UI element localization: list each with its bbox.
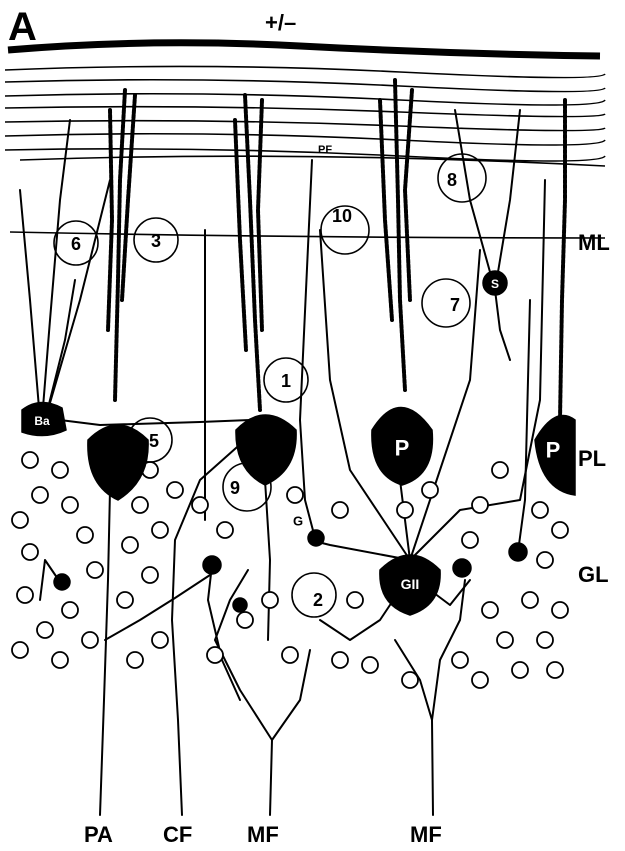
label-mf-1: MF [247, 822, 279, 847]
site-6: 6 [54, 221, 98, 265]
label-pa: PA [84, 822, 113, 847]
label-purkinje-c: P [395, 436, 410, 461]
svg-text:3: 3 [151, 231, 161, 251]
svg-text:6: 6 [71, 234, 81, 254]
pf-label: PF [318, 144, 332, 156]
cell-bodies [22, 271, 575, 615]
svg-text:1: 1 [281, 371, 291, 391]
label-mf-2: MF [410, 822, 442, 847]
granule-soma-b [509, 543, 527, 561]
svg-text:8: 8 [447, 170, 457, 190]
svg-text:5: 5 [149, 431, 159, 451]
mf-rosette-a [233, 598, 247, 612]
pial-surface [8, 43, 600, 56]
label-cf: CF [163, 822, 192, 847]
top-label: +/– [265, 10, 296, 35]
label-stellate: S [491, 277, 499, 291]
svg-text:2: 2 [313, 590, 323, 610]
site-3: 3 [134, 218, 178, 262]
granule-cell-layer [12, 452, 568, 688]
svg-text:10: 10 [332, 206, 352, 226]
site-5: 5 [128, 418, 172, 462]
label-golgi-small: G [293, 514, 303, 529]
golgi-small-soma [308, 530, 324, 546]
layer-label-ml: ML [578, 230, 610, 255]
site-2: 2 [292, 573, 336, 617]
site-7: 7 [422, 279, 470, 327]
mf-rosette-b [453, 559, 471, 577]
layer-label-pl: PL [578, 446, 606, 471]
granule-soma-c [54, 574, 70, 590]
panel-letter: A [8, 5, 37, 49]
site-10: 10 [321, 206, 369, 254]
label-golgi-ii: GII [401, 576, 420, 592]
label-purkinje-d: P [546, 438, 561, 463]
site-1: 1 [264, 358, 308, 402]
label-basket: Ba [34, 414, 50, 428]
svg-text:9: 9 [230, 478, 240, 498]
layer-label-gl: GL [578, 562, 609, 587]
granule-soma-a [203, 556, 221, 574]
site-8: 8 [438, 154, 486, 202]
svg-text:7: 7 [450, 295, 460, 315]
site-9: 9 [223, 463, 271, 511]
